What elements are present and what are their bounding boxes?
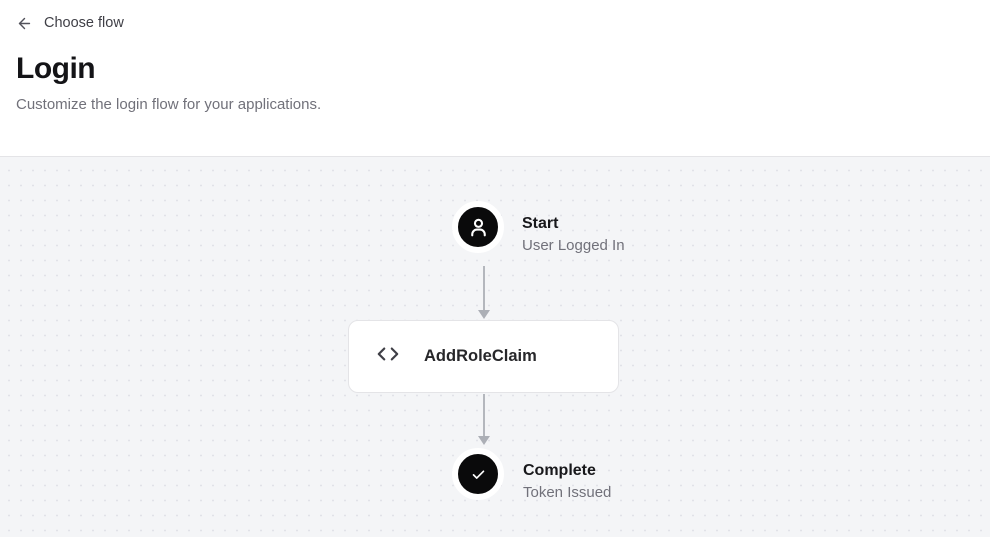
start-node-title: Start — [522, 215, 559, 232]
complete-node-labels: Complete Token Issued — [523, 460, 611, 503]
back-button-label: Choose flow — [44, 15, 124, 31]
connector-line — [483, 394, 485, 436]
flow-canvas[interactable]: Start User Logged In AddRoleClaim Comple… — [0, 156, 997, 537]
complete-node-title: Complete — [523, 462, 596, 479]
canvas-scrollbar-gutter — [990, 156, 997, 537]
arrowhead-down-icon — [478, 310, 490, 319]
page-header: Choose flow Login Customize the login fl… — [0, 0, 997, 157]
user-icon — [466, 215, 491, 240]
code-brackets-icon — [375, 341, 401, 372]
checkmark-icon — [470, 466, 487, 483]
connector-start-to-step — [477, 266, 491, 319]
complete-node-subtitle: Token Issued — [523, 484, 612, 501]
connector-step-to-complete — [477, 394, 491, 445]
connector-line — [483, 266, 485, 310]
arrow-left-icon — [16, 15, 33, 32]
arrowhead-down-icon — [478, 436, 490, 445]
back-button[interactable]: Choose flow — [16, 13, 124, 33]
page-title: Login — [16, 52, 96, 85]
page-subtitle: Customize the login flow for your applic… — [16, 96, 322, 113]
complete-node[interactable] — [452, 448, 504, 500]
flow-step-label: AddRoleClaim — [424, 347, 537, 365]
start-node-labels: Start User Logged In — [522, 213, 625, 256]
start-node-subtitle: User Logged In — [522, 237, 625, 254]
flow-step-card[interactable]: AddRoleClaim — [348, 320, 619, 393]
start-node[interactable] — [452, 201, 504, 253]
